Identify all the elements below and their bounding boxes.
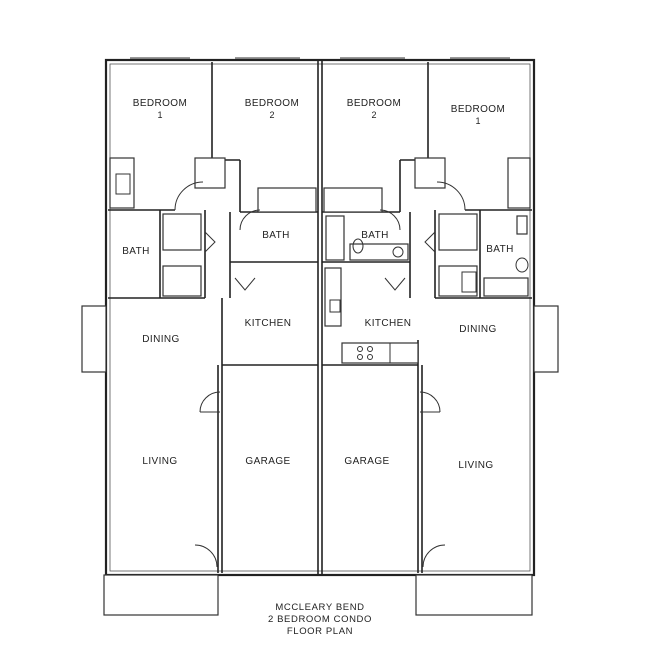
window-bays	[81, 57, 559, 616]
right-bedroom1-number: 1	[475, 116, 480, 126]
left-outer-bath-label: BATH	[122, 246, 150, 257]
left-bedroom1-number: 1	[157, 110, 162, 120]
kitchen-walls	[221, 267, 419, 366]
right-bedroom2-label: BEDROOM	[347, 98, 401, 109]
bath-walls	[108, 173, 532, 299]
left-living-label: LIVING	[142, 456, 177, 467]
left-garage-label: GARAGE	[245, 456, 290, 467]
caption-line-3: FLOOR PLAN	[287, 626, 353, 637]
right-outer-bath-label: BATH	[486, 244, 514, 255]
caption-line-2: 2 BEDROOM CONDO	[268, 614, 372, 625]
left-kitchen-label: KITCHEN	[245, 318, 292, 329]
left-bedroom1-label: BEDROOM	[133, 98, 187, 109]
left-bedroom2-number: 2	[269, 110, 274, 120]
right-inner-bath-label: BATH	[361, 230, 389, 241]
plan-caption: MCCLEARY BEND 2 BEDROOM CONDO FLOOR PLAN	[268, 602, 372, 637]
right-bedroom1-label: BEDROOM	[451, 104, 505, 115]
caption-line-1: MCCLEARY BEND	[275, 602, 364, 613]
exterior-walls	[104, 58, 536, 577]
left-dining-label: DINING	[142, 334, 179, 345]
party-wall	[317, 60, 323, 575]
right-bedroom2-number: 2	[371, 110, 376, 120]
right-garage-label: GARAGE	[344, 456, 389, 467]
room-labels: BEDROOM 1 BEDROOM 2 BEDROOM 2 BEDROOM 1 …	[122, 98, 514, 471]
garage-walls	[199, 365, 441, 573]
right-living-label: LIVING	[458, 460, 493, 471]
right-kitchen-label: KITCHEN	[365, 318, 412, 329]
left-bedroom2-label: BEDROOM	[245, 98, 299, 109]
door-swings	[174, 181, 466, 568]
left-inner-bath-label: BATH	[262, 230, 290, 241]
right-dining-label: DINING	[459, 324, 496, 335]
